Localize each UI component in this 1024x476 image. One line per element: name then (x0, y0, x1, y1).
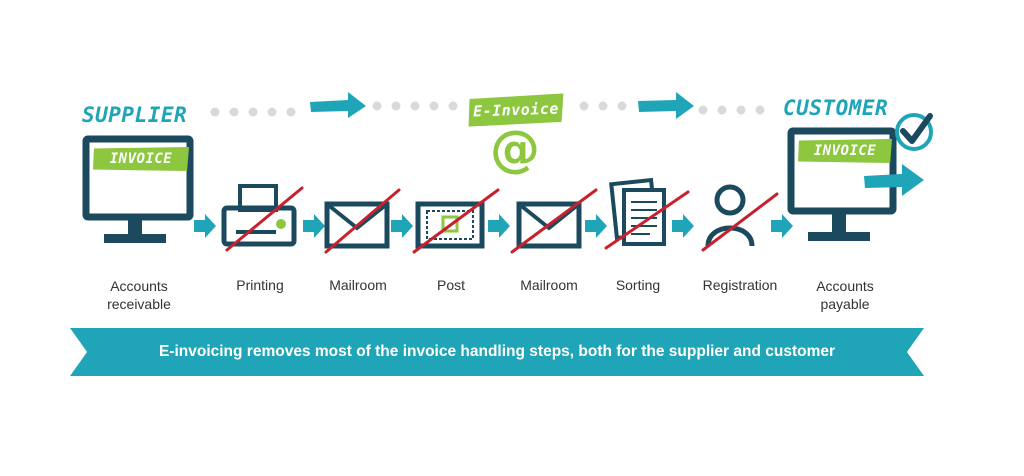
envelope-icon (324, 201, 390, 249)
customer-label: CUSTOMER (783, 96, 889, 120)
supplier-monitor-icon (82, 135, 194, 243)
summary-banner-text: E-invoicing removes most of the invoice … (158, 343, 836, 360)
step-label-accounts-receivable: Accounts receivable (107, 278, 171, 312)
flow-arrows (194, 214, 793, 238)
step-label-accounts-payable: Accounts payable (816, 278, 874, 312)
cross-out-marks (225, 186, 779, 254)
top-arrow-2 (638, 92, 694, 119)
step-label-post: Post (436, 277, 465, 293)
summary-banner (70, 328, 924, 376)
dotted-path (210, 101, 765, 117)
check-circle-icon (895, 113, 933, 151)
customer-invoice-tag: INVOICE (798, 139, 892, 163)
printer-icon (221, 184, 297, 247)
supplier-label: SUPPLIER (82, 103, 188, 127)
top-arrow-1 (310, 92, 366, 118)
stamped-envelope-icon (415, 201, 485, 249)
supplier-invoice-tag: INVOICE (93, 147, 189, 171)
inbound-arrow-icon (864, 164, 924, 196)
step-label-registration: Registration (702, 277, 778, 293)
step-label-mailroom: Mailroom (329, 277, 387, 293)
at-sign-icon: @ (490, 120, 540, 178)
envelope-icon-2 (516, 201, 582, 249)
step-label-sorting: Sorting (615, 277, 661, 293)
customer-monitor-icon (787, 127, 897, 241)
step-label-printing: Printing (236, 277, 284, 293)
step-label-mailroom-2: Mailroom (520, 277, 578, 293)
documents-icon (609, 177, 666, 246)
